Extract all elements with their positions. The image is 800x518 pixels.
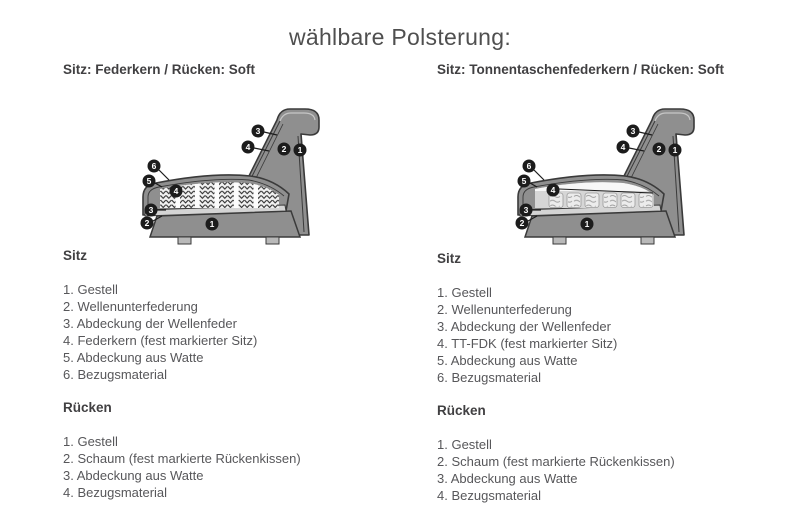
callout-seat-4: 4 [546, 183, 560, 197]
callout-back-4: 4 [241, 140, 255, 154]
list-item: 1. Gestell [437, 285, 492, 300]
ruecken-section: Rücken 1. Gestell 2. Schaum (fest markie… [63, 401, 408, 501]
svg-text:2: 2 [282, 144, 287, 154]
list-item: 1. Gestell [437, 437, 492, 452]
list-item: 1. Gestell [63, 434, 118, 449]
callout-base-1: 1 [580, 217, 594, 231]
svg-text:3: 3 [149, 205, 154, 215]
list-item: 2. Wellenunterfederung [437, 302, 572, 317]
svg-text:3: 3 [631, 126, 636, 136]
callout-seat-3: 3 [519, 203, 533, 217]
list-item: 3. Abdeckung der Wellenfeder [63, 316, 237, 331]
callout-back-4: 4 [616, 140, 630, 154]
svg-text:5: 5 [522, 176, 527, 186]
list-item: 4. Federkern (fest markierter Sitz) [63, 333, 258, 348]
ruecken-section: Rücken 1. Gestell 2. Schaum (fest markie… [437, 404, 782, 504]
callout-badges: 3 4 2 1 6 5 4 3 2 1 [140, 124, 307, 231]
svg-text:4: 4 [621, 142, 626, 152]
callout-seat-2: 2 [140, 216, 154, 230]
svg-text:2: 2 [520, 218, 525, 228]
sitz-section-title: Sitz [63, 248, 88, 263]
list-item: 3. Abdeckung aus Watte [437, 471, 578, 486]
sofa-diagram-tonnentaschenfederkern-illustration: 3 4 2 1 6 5 4 3 2 1 [515, 108, 695, 245]
callout-back-1: 1 [668, 143, 682, 157]
sitz-section: Sitz 1. Gestell 2. Wellenunterfederung 3… [437, 252, 782, 386]
list-item: 6. Bezugsmaterial [437, 370, 542, 385]
callout-seat-2: 2 [515, 216, 529, 230]
callout-seat-4: 4 [169, 184, 183, 198]
callout-base-1: 1 [205, 217, 219, 231]
list-item: 4. TT-FDK (fest markierter Sitz) [437, 336, 618, 351]
svg-text:6: 6 [527, 161, 532, 171]
svg-text:4: 4 [246, 142, 251, 152]
svg-text:1: 1 [298, 145, 303, 155]
list-item: 1. Gestell [63, 282, 118, 297]
svg-text:2: 2 [657, 144, 662, 154]
list-item: 5. Abdeckung aus Watte [437, 353, 578, 368]
callout-back-1: 1 [293, 143, 307, 157]
callout-seat-3: 3 [144, 203, 158, 217]
column-heading: Sitz: Federkern / Rücken: Soft [63, 62, 256, 77]
svg-text:1: 1 [210, 219, 215, 229]
svg-text:2: 2 [145, 218, 150, 228]
page-title: wählbare Polsterung: [288, 24, 512, 50]
list-item: 4. Bezugsmaterial [437, 488, 542, 503]
sitz-section: Sitz 1. Gestell 2. Wellenunterfederung 3… [63, 249, 408, 383]
callout-seat-5: 5 [142, 174, 156, 188]
callout-badges: 3 4 2 1 6 5 4 3 2 1 [515, 124, 682, 231]
svg-text:1: 1 [585, 219, 590, 229]
ruecken-item-list: 1. Gestell 2. Schaum (fest markierte Rüc… [437, 436, 782, 504]
sitz-item-list: 1. Gestell 2. Wellenunterfederung 3. Abd… [63, 281, 408, 383]
svg-text:3: 3 [524, 205, 529, 215]
callout-back-2: 2 [277, 142, 291, 156]
list-item: 3. Abdeckung der Wellenfeder [437, 319, 611, 334]
ruecken-section-title: Rücken [63, 400, 112, 415]
list-item: 2. Schaum (fest markierte Rückenkissen) [437, 454, 675, 469]
callout-leader-lines [152, 131, 278, 222]
list-item: 6. Bezugsmaterial [63, 367, 168, 382]
sofa-diagram-federkern-illustration: 3 4 2 1 6 5 4 3 2 1 [140, 108, 320, 245]
list-item: 4. Bezugsmaterial [63, 485, 168, 500]
ruecken-item-list: 1. Gestell 2. Schaum (fest markierte Rüc… [63, 433, 408, 501]
callout-seat-5: 5 [517, 174, 531, 188]
svg-text:5: 5 [147, 176, 152, 186]
base-shape [148, 210, 302, 245]
svg-text:6: 6 [152, 161, 157, 171]
list-item: 2. Wellenunterfederung [63, 299, 198, 314]
svg-text:1: 1 [673, 145, 678, 155]
sitz-section-title: Sitz [437, 251, 462, 266]
svg-text:4: 4 [174, 186, 179, 196]
list-item: 3. Abdeckung aus Watte [63, 468, 204, 483]
callout-seat-6: 6 [147, 159, 161, 173]
list-item: 2. Schaum (fest markierte Rückenkissen) [63, 451, 301, 466]
list-item: 5. Abdeckung aus Watte [63, 350, 204, 365]
callout-back-3: 3 [251, 124, 265, 138]
callout-back-2: 2 [652, 142, 666, 156]
callout-seat-6: 6 [522, 159, 536, 173]
callout-leader-lines [527, 131, 654, 222]
sitz-item-list: 1. Gestell 2. Wellenunterfederung 3. Abd… [437, 284, 782, 386]
svg-text:4: 4 [551, 185, 556, 195]
svg-text:3: 3 [256, 126, 261, 136]
callout-back-3: 3 [626, 124, 640, 138]
column-heading: Sitz: Tonnentaschenfederkern / Rücken: S… [437, 62, 725, 77]
base-shape [523, 210, 677, 245]
ruecken-section-title: Rücken [437, 403, 486, 418]
